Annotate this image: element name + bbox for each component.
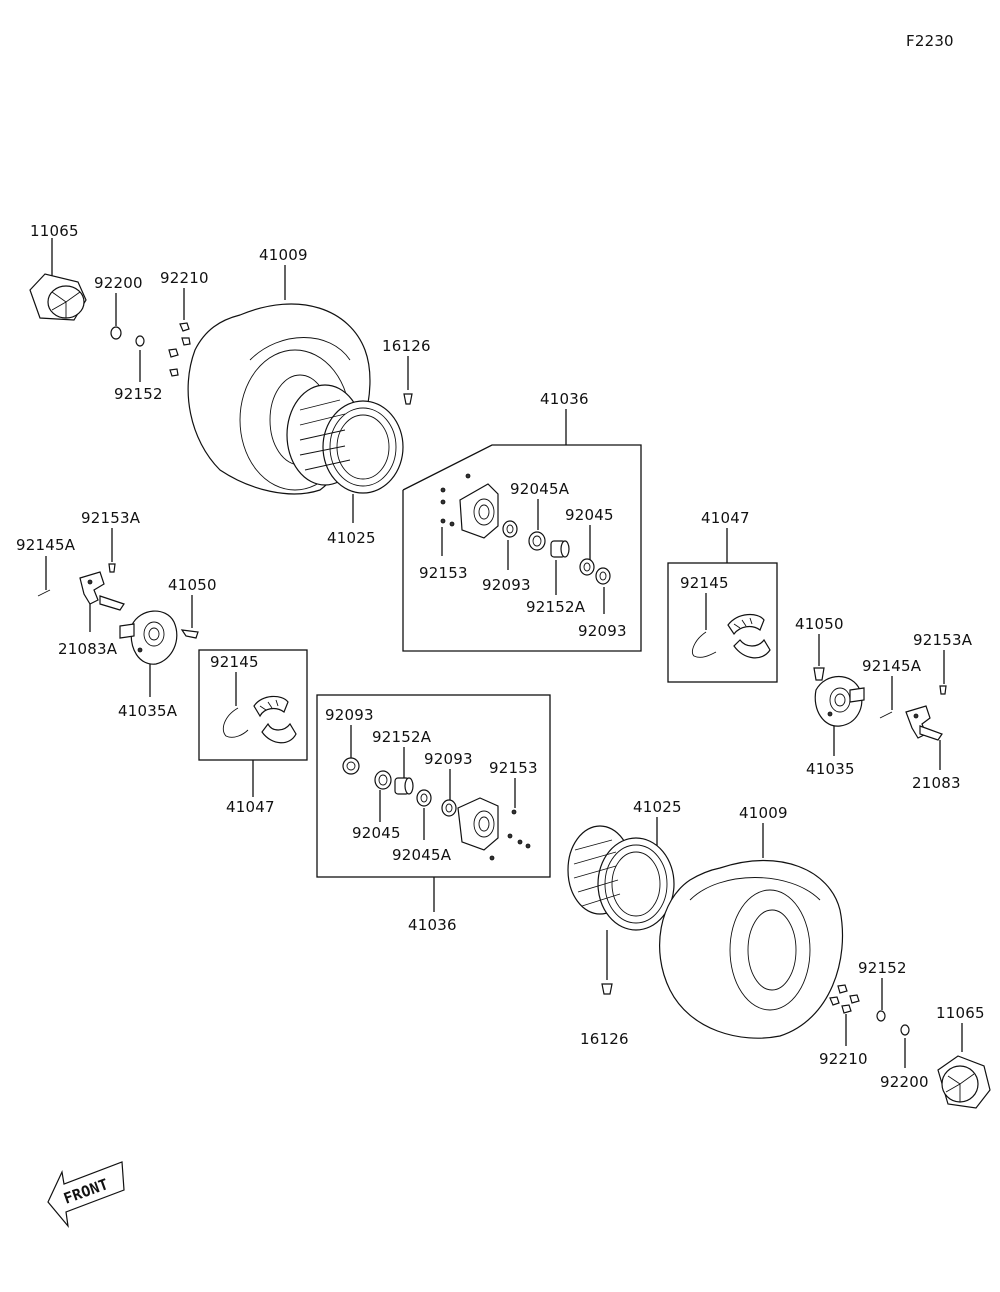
label-bolt-left-panel: 92153A [81,509,141,527]
label-valve-left: 16126 [382,337,431,355]
lever-left [79,571,125,611]
hub-upper [440,473,499,539]
bolt-left-panel [108,563,116,573]
hub-lower [457,797,531,861]
brake-shoe-right [727,614,771,659]
label-spring-left: 92145 [210,653,259,671]
front-arrow-icon: FRONT [47,1161,125,1229]
oring-upper-b [595,567,611,585]
hub-group-upper-box [402,444,642,652]
nuts-right [829,984,860,1014]
seal-lower [374,770,392,790]
label-cam-right: 41050 [795,615,844,633]
label-stud-left: 92152 [114,385,163,403]
rim-right [567,825,675,931]
seal-lower-a [416,789,432,807]
label-hub-cap-left: 11065 [30,222,79,240]
label-panel-left: 41035A [118,702,178,720]
label-stud-right: 92152 [858,959,907,977]
spring-right [692,631,717,658]
label-cam-left: 41050 [168,576,217,594]
label-tire-left: 41009 [259,246,308,264]
label-seal-upper-a: 92045A [510,480,570,498]
cam-left [180,629,199,639]
brake-panel-left [119,610,178,665]
lever-right [905,705,943,741]
stud-right [876,1010,886,1022]
cam-right [813,667,825,681]
label-hub-bolt-upper: 92153 [419,564,468,582]
label-washer-left: 92200 [94,274,143,292]
label-lever-left: 21083A [58,640,118,658]
label-bolt-lower: 92153 [489,759,538,777]
label-spring-left-panel: 92145A [16,536,76,554]
label-nut-right: 92210 [819,1050,868,1068]
washer-right [900,1024,910,1036]
label-seal-lower: 92045 [352,824,401,842]
collar-lower [394,777,414,795]
spring-left-panel [37,589,51,597]
label-oring-upper: 92093 [482,576,531,594]
label-rim-right: 41025 [633,798,682,816]
rim-left [286,384,404,494]
bolt-right-panel [939,685,947,695]
spring-right-panel [879,711,893,719]
hub-cap-right [937,1055,991,1109]
oring-lower [342,757,360,775]
label-spring-right: 92145 [680,574,729,592]
hub-cap-left [29,273,87,321]
label-shoe-group-left: 41047 [226,798,275,816]
label-hub-cap-right: 11065 [936,1004,985,1022]
label-tire-right: 41009 [739,804,788,822]
label-washer-right: 92200 [880,1073,929,1091]
label-valve-right: 16126 [580,1030,629,1048]
seal-upper [579,558,595,576]
shoe-group-right-box [667,562,778,683]
diagram-code: F2230 [906,32,954,50]
valve-left [403,393,413,405]
brake-panel-right [814,676,865,727]
label-collar-lower: 92152A [372,728,432,746]
label-oring-upper-b: 92093 [578,622,627,640]
valve-right [601,983,613,995]
label-hub-group-lower: 41036 [408,916,457,934]
seal-upper-a [528,531,546,551]
spring-left [222,707,249,738]
washer-left [110,326,122,340]
oring-lower-b [441,799,457,817]
stud-left [135,335,145,347]
collar-upper [550,540,570,558]
label-hub-group-upper: 41036 [540,390,589,408]
label-collar-upper: 92152A [526,598,586,616]
tire-right [659,859,844,1039]
label-rim-left: 41025 [327,529,376,547]
label-oring-lower-b: 92093 [424,750,473,768]
oring-upper [502,520,518,538]
label-seal-upper: 92045 [565,506,614,524]
label-bolt-right-panel: 92153A [913,631,973,649]
brake-shoe-left [253,695,297,744]
label-panel-right: 41035 [806,760,855,778]
label-nut-left: 92210 [160,269,209,287]
label-shoe-group-right: 41047 [701,509,750,527]
label-spring-right-panel: 92145A [862,657,922,675]
label-lever-right: 21083 [912,774,961,792]
nuts-left [168,322,191,377]
label-seal-lower-a: 92045A [392,846,452,864]
label-oring-lower: 92093 [325,706,374,724]
